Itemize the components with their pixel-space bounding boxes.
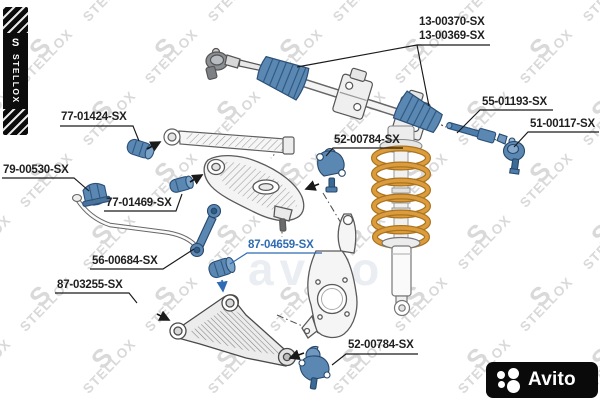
avito-badge: Avito [486,362,598,398]
part-label-87-04659-highlighted: 87-04659-SX [248,239,314,251]
assembly-arrow-highlighted [216,279,228,293]
stellox-banner: S STELLOX [3,7,28,135]
outer-tie-rod-end-drawing [496,133,526,175]
part-label-13-00370: 13-00370-SX [419,16,485,28]
coil-spring-strut-drawing [371,125,431,317]
leader-line-highlighted [229,252,322,265]
part-label-79-00530: 79-00530-SX [3,164,69,176]
rack-boot-right-drawing [392,90,443,134]
banner-brand-text: STELLOX [10,54,21,104]
stabilizer-bushing-drawing [82,182,111,207]
part-label-77-01424: 77-01424-SX [61,111,127,123]
trailing-arm-drawing [163,128,295,155]
avito-logo-text: Avito [528,369,576,390]
part-label-55-01193: 55-01193-SX [482,96,547,108]
avito-logo-icon [496,367,521,393]
banner-stripes-top [3,7,28,33]
leader-lines [2,44,599,366]
left-tie-rod-end-drawing [205,47,265,80]
rack-boot-left-drawing [256,55,310,101]
coil-spring-drawing [371,145,431,249]
stellox-logo-icon: S [11,37,20,50]
part-label-77-01469: 77-01469-SX [106,197,172,209]
shock-absorber-drawing [381,236,421,317]
upper-control-arm-drawing [203,155,305,232]
assembly-arrows [146,141,320,361]
front-arm-bushing-drawing [126,138,155,160]
steering-knuckle-drawing [301,213,358,339]
stabilizer-link-drawing [189,203,222,258]
part-label-56-00684: 56-00684-SX [92,255,158,267]
banner-stripes-bottom [3,108,28,135]
part-label-51-00117: 51-00117-SX [530,118,595,130]
rear-arm-bushing-drawing [169,175,194,193]
part-label-52-00784-bottom: 52-00784-SX [348,339,414,351]
upper-ball-joint-drawing [316,147,346,193]
steering-rack-drawing [205,47,443,141]
stabilizer-bar-drawing [71,193,197,247]
lower-arm-bushing-drawing [208,256,236,279]
part-label-13-00369: 13-00369-SX [419,30,485,42]
lower-control-arm-drawing [169,294,297,367]
part-label-87-03255: 87-03255-SX [57,279,123,291]
lower-ball-joint-drawing [298,345,331,390]
part-label-52-00784-top: 52-00784-SX [334,134,400,146]
inner-tie-rod-drawing [446,122,497,144]
